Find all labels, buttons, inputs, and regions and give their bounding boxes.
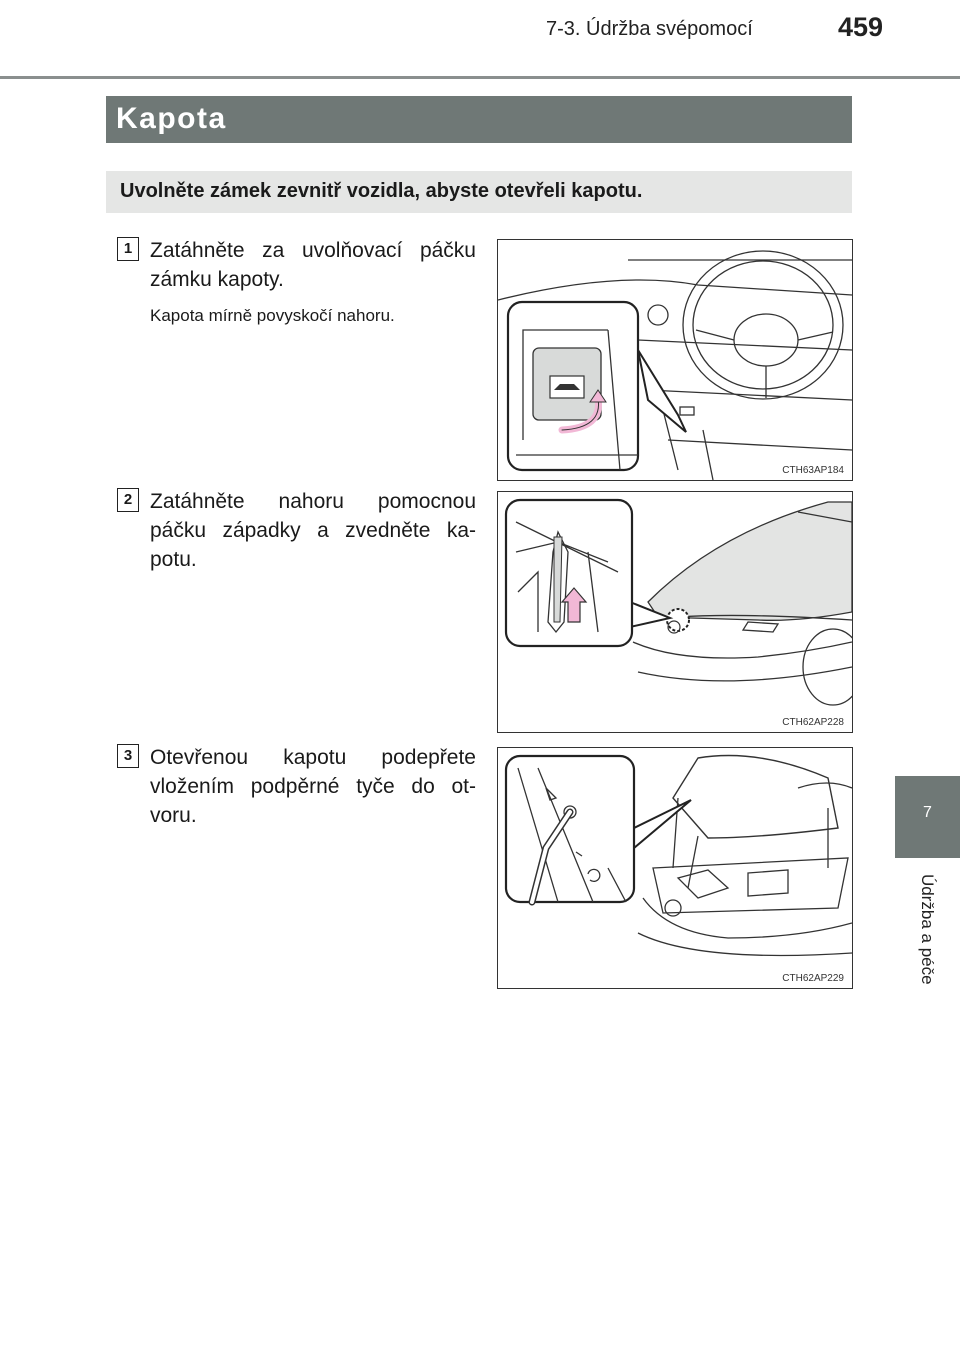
latch-lever-illustration (504, 498, 852, 706)
note-box: Uvolněte zámek zevnitř vozidla, abyste o… (106, 171, 852, 213)
step-subtext-1: Kapota mírně povyskočí nahoru. (150, 306, 395, 325)
support-rod-illustration (504, 754, 852, 957)
step-text-1: Zatáhněte za uvolňovací páčku zámku kapo… (150, 239, 476, 291)
running-head: 7-3. Údržba svépomocí (546, 18, 753, 40)
step-number-3: 3 (117, 744, 139, 768)
chapter-label-text: Údržba a péče (918, 874, 937, 985)
section-title: Kapota (116, 102, 227, 135)
chapter-tab: 7 (895, 776, 960, 858)
note-text: Uvolněte zámek zevnitř vozidla, abyste o… (120, 180, 643, 202)
section-title-bar: Kapota (106, 96, 852, 143)
step-number-1: 1 (117, 237, 139, 261)
step-text-2: Zatáhněte nahoru pomocnou páčku západky … (150, 490, 476, 571)
figure-hood-support-rod: CTH62AP229 (497, 747, 853, 989)
step-number-2: 2 (117, 488, 139, 512)
figure-hood-release-lever: CTH63AP184 (497, 239, 853, 481)
chapter-number: 7 (923, 804, 932, 821)
figure-hood-latch-lever: CTH62AP228 (497, 491, 853, 733)
figure-code-3: CTH62AP229 (780, 973, 846, 984)
page-number: 459 (838, 12, 884, 42)
figure-code-1: CTH63AP184 (780, 465, 846, 476)
header-rule (0, 76, 960, 79)
hood-release-illustration (498, 250, 852, 480)
step-text-3: Otevřenou kapotu podepřete vložením podp… (150, 746, 476, 827)
figure-code-2: CTH62AP228 (780, 717, 846, 728)
